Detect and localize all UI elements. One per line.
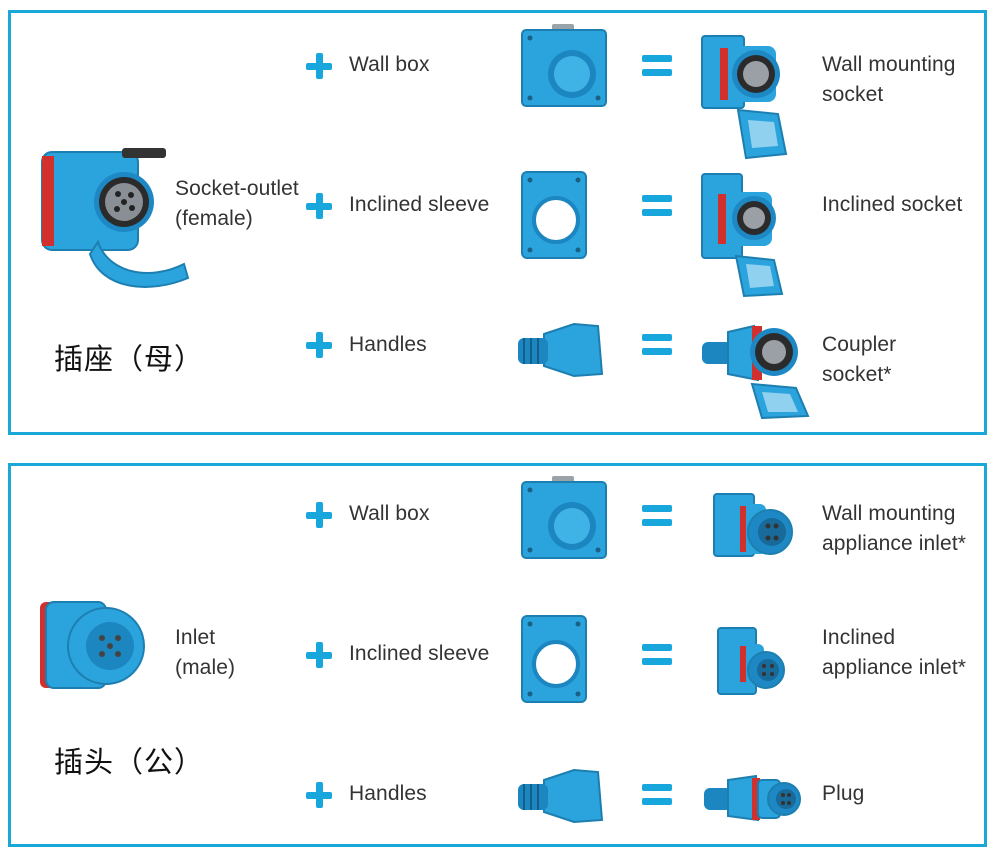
wall-mounting-appliance-inlet-label: Wall mounting appliance inlet* [822,502,967,555]
plus-sign-icon [306,53,332,79]
plus-sign-icon [306,642,332,668]
wall-box-image [520,24,610,110]
handle-image [514,766,606,826]
equals-sign-icon [642,505,672,527]
inclined-sleeve-image [520,170,590,262]
wall-box-label: Wall box [349,502,430,525]
inlet-panel [8,463,987,847]
inlet-label: Inlet (male) [175,626,236,679]
wall-box-label: Wall box [349,53,430,76]
inclined-sleeve-image [520,614,590,706]
coupler-socket-image [698,318,814,422]
plus-sign-icon [306,782,332,808]
inclined-sleeve-label: Inclined sleeve [349,193,490,216]
equals-sign-icon [642,644,672,666]
inclined-socket-image [694,170,790,300]
equals-sign-icon [642,195,672,217]
inlet-chinese-label: 插头（公） [54,745,205,779]
handles-label: Handles [349,782,427,805]
inclined-appliance-inlet-image [716,626,788,700]
equals-sign-icon [642,334,672,356]
socket-outlet-image [38,142,190,294]
socket-panel [8,10,987,435]
plug-label: Plug [822,782,865,805]
plug-image [700,772,804,824]
socket-outlet-label: Socket-outlet (female) [175,177,299,230]
handles-label: Handles [349,333,427,356]
wall-mounting-socket-label: Wall mounting socket [822,53,956,106]
inclined-appliance-inlet-label: Inclined appliance inlet* [822,626,967,679]
coupler-socket-label: Coupler socket* [822,333,897,386]
equals-sign-icon [642,784,672,806]
handle-image [514,320,606,380]
equals-sign-icon [642,55,672,77]
plus-sign-icon [306,332,332,358]
inclined-sleeve-label: Inclined sleeve [349,642,490,665]
wall-box-image [520,476,610,562]
wall-mounting-appliance-inlet-image [712,488,796,572]
socket-chinese-label: 插座（母） [54,342,205,376]
inlet-image [38,598,150,694]
wall-mounting-socket-image [694,30,794,162]
inclined-socket-label: Inclined socket [822,193,963,216]
plus-sign-icon [306,193,332,219]
plus-sign-icon [306,502,332,528]
